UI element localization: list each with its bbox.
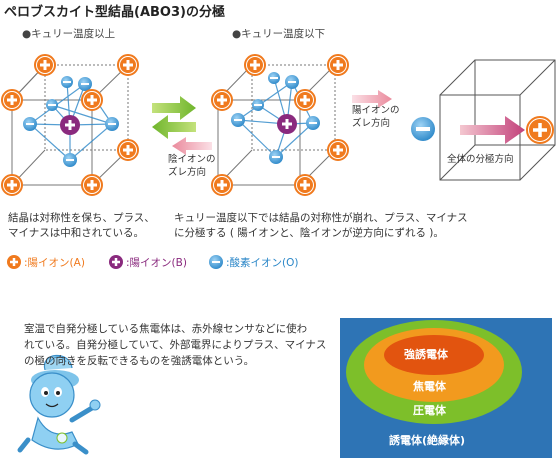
cation-a xyxy=(294,174,316,196)
polarization-label: 全体の分極方向 xyxy=(447,154,514,165)
legend-oxygen-label: :酸素イオン(O) xyxy=(226,257,299,269)
layer-label-ferroelectric: 強誘電体 xyxy=(404,348,448,361)
oxygen-ion xyxy=(63,153,77,167)
anion-shift-arrow xyxy=(172,137,212,155)
oxygen-ion xyxy=(61,76,73,88)
layer-label-pyroelectric: 焦電体 xyxy=(413,380,446,393)
left-caption: 結晶は対称性を保ち、プラス、 マイナスは中和されている。 xyxy=(8,211,155,241)
cation-a xyxy=(327,139,349,161)
cation-shift-arrow xyxy=(352,90,392,108)
oxygen-ion xyxy=(252,99,264,111)
description-text: 室温で自発分極している焦電体は、赤外線センサなどに使わ れている。自発分極してい… xyxy=(24,321,326,369)
middle-crystal-diagram xyxy=(211,54,349,196)
anion-shift-label-line: 陰イオンの xyxy=(168,154,216,165)
left-caption-line: マイナスは中和されている。 xyxy=(8,227,144,239)
cation-b xyxy=(277,114,297,134)
left-crystal-diagram xyxy=(1,54,139,196)
legend-cation-a-icon xyxy=(7,255,21,269)
cation-a xyxy=(81,174,103,196)
layer-label-dielectric: 誘電体(絶縁体) xyxy=(389,434,466,447)
cation-a xyxy=(244,54,266,76)
oxygen-ion xyxy=(269,150,283,164)
transition-arrows xyxy=(152,96,196,139)
oxygen-ion xyxy=(231,113,245,127)
middle-caption-line: キュリー温度以下では結晶の対称性が崩れ、プラス、マイナス xyxy=(174,212,468,224)
cation-a xyxy=(117,54,139,76)
cation-a xyxy=(34,54,56,76)
cation-a xyxy=(211,174,233,196)
cation-shift-label: 陽イオンの ズレ方向 xyxy=(352,104,400,130)
layer-label-piezoelectric: 圧電体 xyxy=(413,404,446,417)
cation-a xyxy=(1,89,23,111)
legend-oxygen-icon xyxy=(209,255,223,269)
oxygen-ion xyxy=(306,116,320,130)
cation-a xyxy=(294,89,316,111)
oxygen-ion xyxy=(78,77,92,91)
legend-cation-b-icon xyxy=(109,255,123,269)
cation-a xyxy=(1,174,23,196)
cation-shift-label-line: 陽イオンの xyxy=(352,105,400,116)
oxygen-ion xyxy=(23,117,37,131)
cation-shift-label-line: ズレ方向 xyxy=(352,118,391,129)
anion-shift-label: 陰イオンの ズレ方向 xyxy=(168,153,216,179)
dielectric-classification-panel xyxy=(340,318,552,458)
anion-shift-label-line: ズレ方向 xyxy=(168,167,207,178)
cation-a xyxy=(117,139,139,161)
negative-pole-icon xyxy=(411,117,435,141)
positive-pole-icon xyxy=(526,116,554,144)
legend-cation-a-label: :陽イオン(A) xyxy=(24,257,85,269)
cation-a xyxy=(81,89,103,111)
page-title: ペロブスカイト型結晶(ABO3)の分極 xyxy=(4,5,225,20)
oxygen-ion xyxy=(285,75,299,89)
mascot-illustration xyxy=(17,354,101,455)
middle-caption: キュリー温度以下では結晶の対称性が崩れ、プラス、マイナス に分極する ( 陽イオ… xyxy=(174,211,468,241)
description-line: 室温で自発分極している焦電体は、赤外線センサなどに使わ xyxy=(24,323,308,335)
left-heading: ●キュリー温度以上 xyxy=(22,28,116,40)
cation-a xyxy=(327,54,349,76)
oxygen-ion xyxy=(268,72,280,84)
cation-a xyxy=(211,89,233,111)
left-caption-line: 結晶は対称性を保ち、プラス、 xyxy=(8,212,155,224)
polarization-arrow xyxy=(460,116,525,144)
oxygen-ion xyxy=(105,117,119,131)
middle-caption-line: に分極する ( 陽イオンと、陰イオンが逆方向にずれる )。 xyxy=(174,227,444,239)
middle-heading: ●キュリー温度以下 xyxy=(232,28,326,40)
polarization-cube xyxy=(439,59,556,181)
description-line: れている。自発分極していて、外部電界によりプラス、マイナス xyxy=(24,339,327,351)
cation-b xyxy=(60,115,80,135)
oxygen-ion xyxy=(46,99,58,111)
legend-cation-b-label: :陽イオン(B) xyxy=(126,257,187,269)
description-line: の極の向きを反転できるものを強誘電体という。 xyxy=(24,355,255,367)
